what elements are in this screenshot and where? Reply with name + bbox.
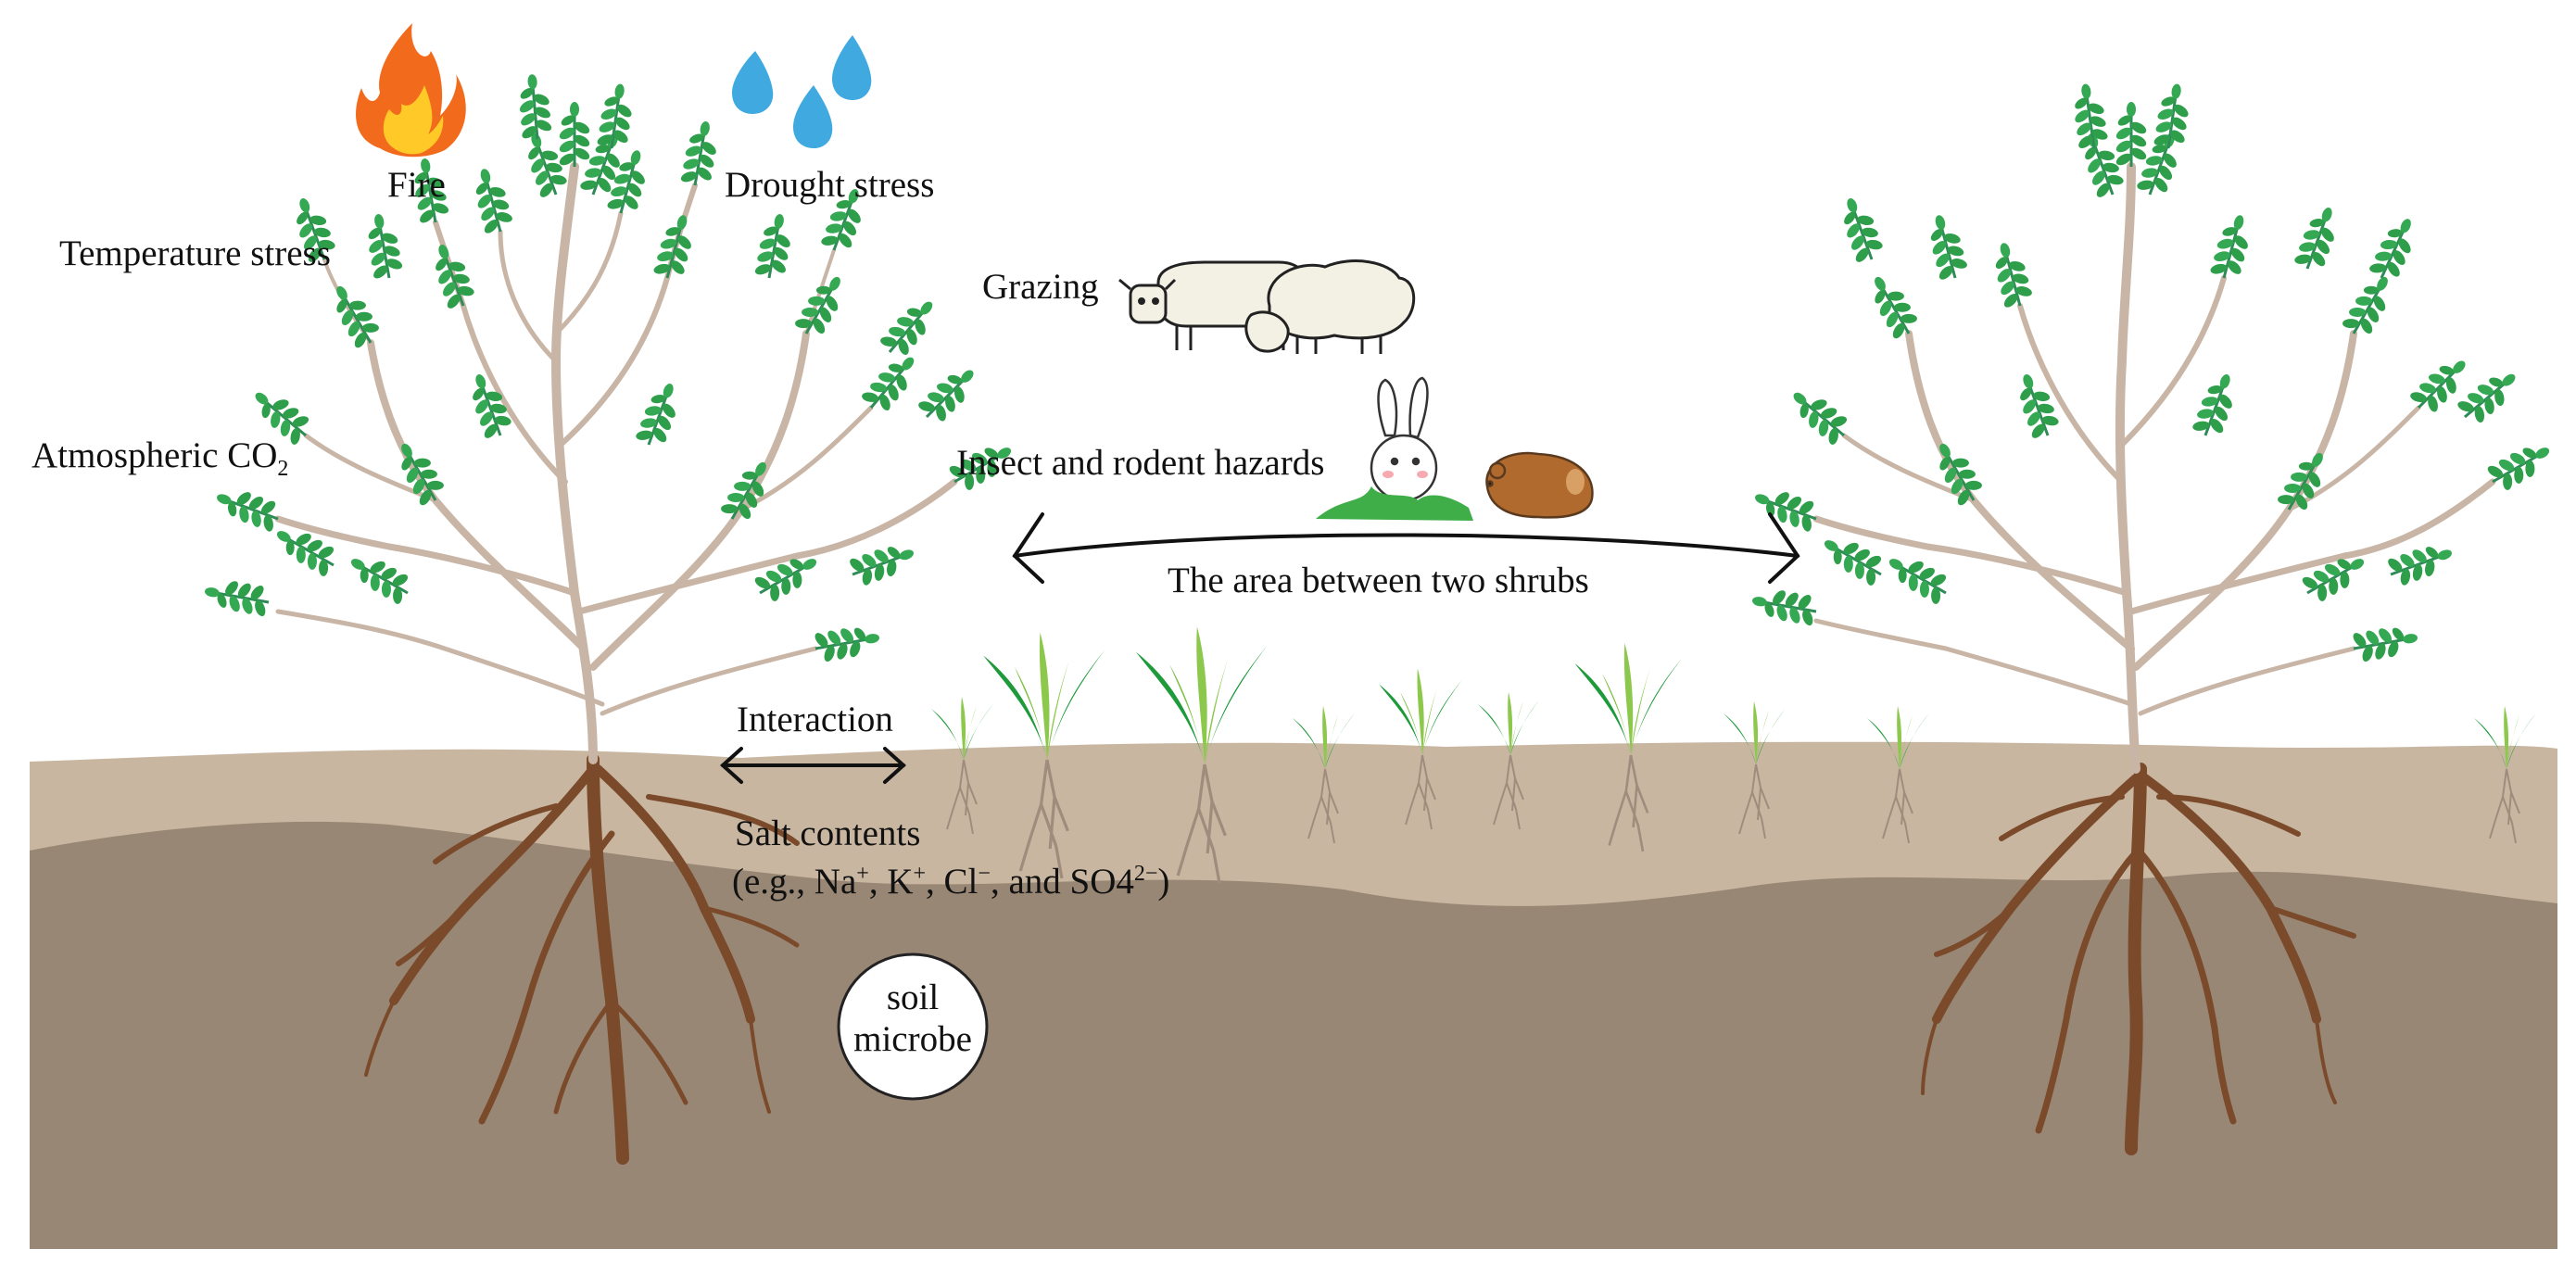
salt-cl: , Cl — [926, 862, 979, 902]
temperature-stress-label: Temperature stress — [59, 233, 331, 273]
fire-label: Fire — [387, 165, 446, 205]
na-sup: + — [856, 862, 869, 886]
co2-subscript: 2 — [277, 456, 289, 481]
salt-open: (e.g., Na — [732, 862, 857, 902]
soil-microbe-line1: soil — [886, 978, 940, 1017]
grass-patch-icon — [1316, 486, 1473, 521]
soil-microbe-line2: microbe — [853, 1018, 972, 1059]
between-shrubs-label: The area between two shrubs — [1168, 561, 1589, 600]
so4-sup: 2− — [1133, 862, 1158, 886]
right-shrub-roots — [1921, 763, 2356, 1155]
right-shrub-foliage — [1748, 80, 2559, 667]
hamster-icon — [1485, 451, 1594, 519]
subsoil-layer — [30, 821, 2557, 1249]
co2-text: Atmospheric CO — [32, 435, 278, 475]
rabbit-icon — [1370, 376, 1438, 502]
sheep-icon — [1244, 259, 1416, 354]
salt-close: ) — [1157, 862, 1170, 902]
salt-so4: , and SO4 — [990, 862, 1134, 902]
water-drops-icon — [732, 35, 872, 148]
grazing-label: Grazing — [982, 267, 1099, 307]
insect-rodent-label: Insect and rodent hazards — [956, 443, 1325, 483]
left-shrub-foliage — [200, 71, 1021, 667]
interaction-label: Interaction — [737, 700, 893, 739]
drought-stress-label: Drought stress — [725, 165, 935, 205]
k-sup: + — [913, 862, 927, 886]
soil-microbe-circle — [837, 952, 989, 1101]
salt-k: , K — [868, 862, 914, 902]
atmospheric-co2-label: Atmospheric CO2 — [32, 435, 288, 482]
salt-examples-label: (e.g., Na+, K+, Cl−, and SO42−) — [732, 862, 1169, 903]
interaction-arrow — [720, 747, 906, 784]
cl-sup: − — [978, 862, 991, 886]
salt-contents-label: Salt contents — [735, 814, 921, 853]
right-shrub — [1812, 162, 2496, 774]
fire-icon — [356, 23, 466, 158]
left-shrub-roots — [364, 753, 800, 1165]
between-shrubs-arrow — [1012, 512, 1800, 584]
